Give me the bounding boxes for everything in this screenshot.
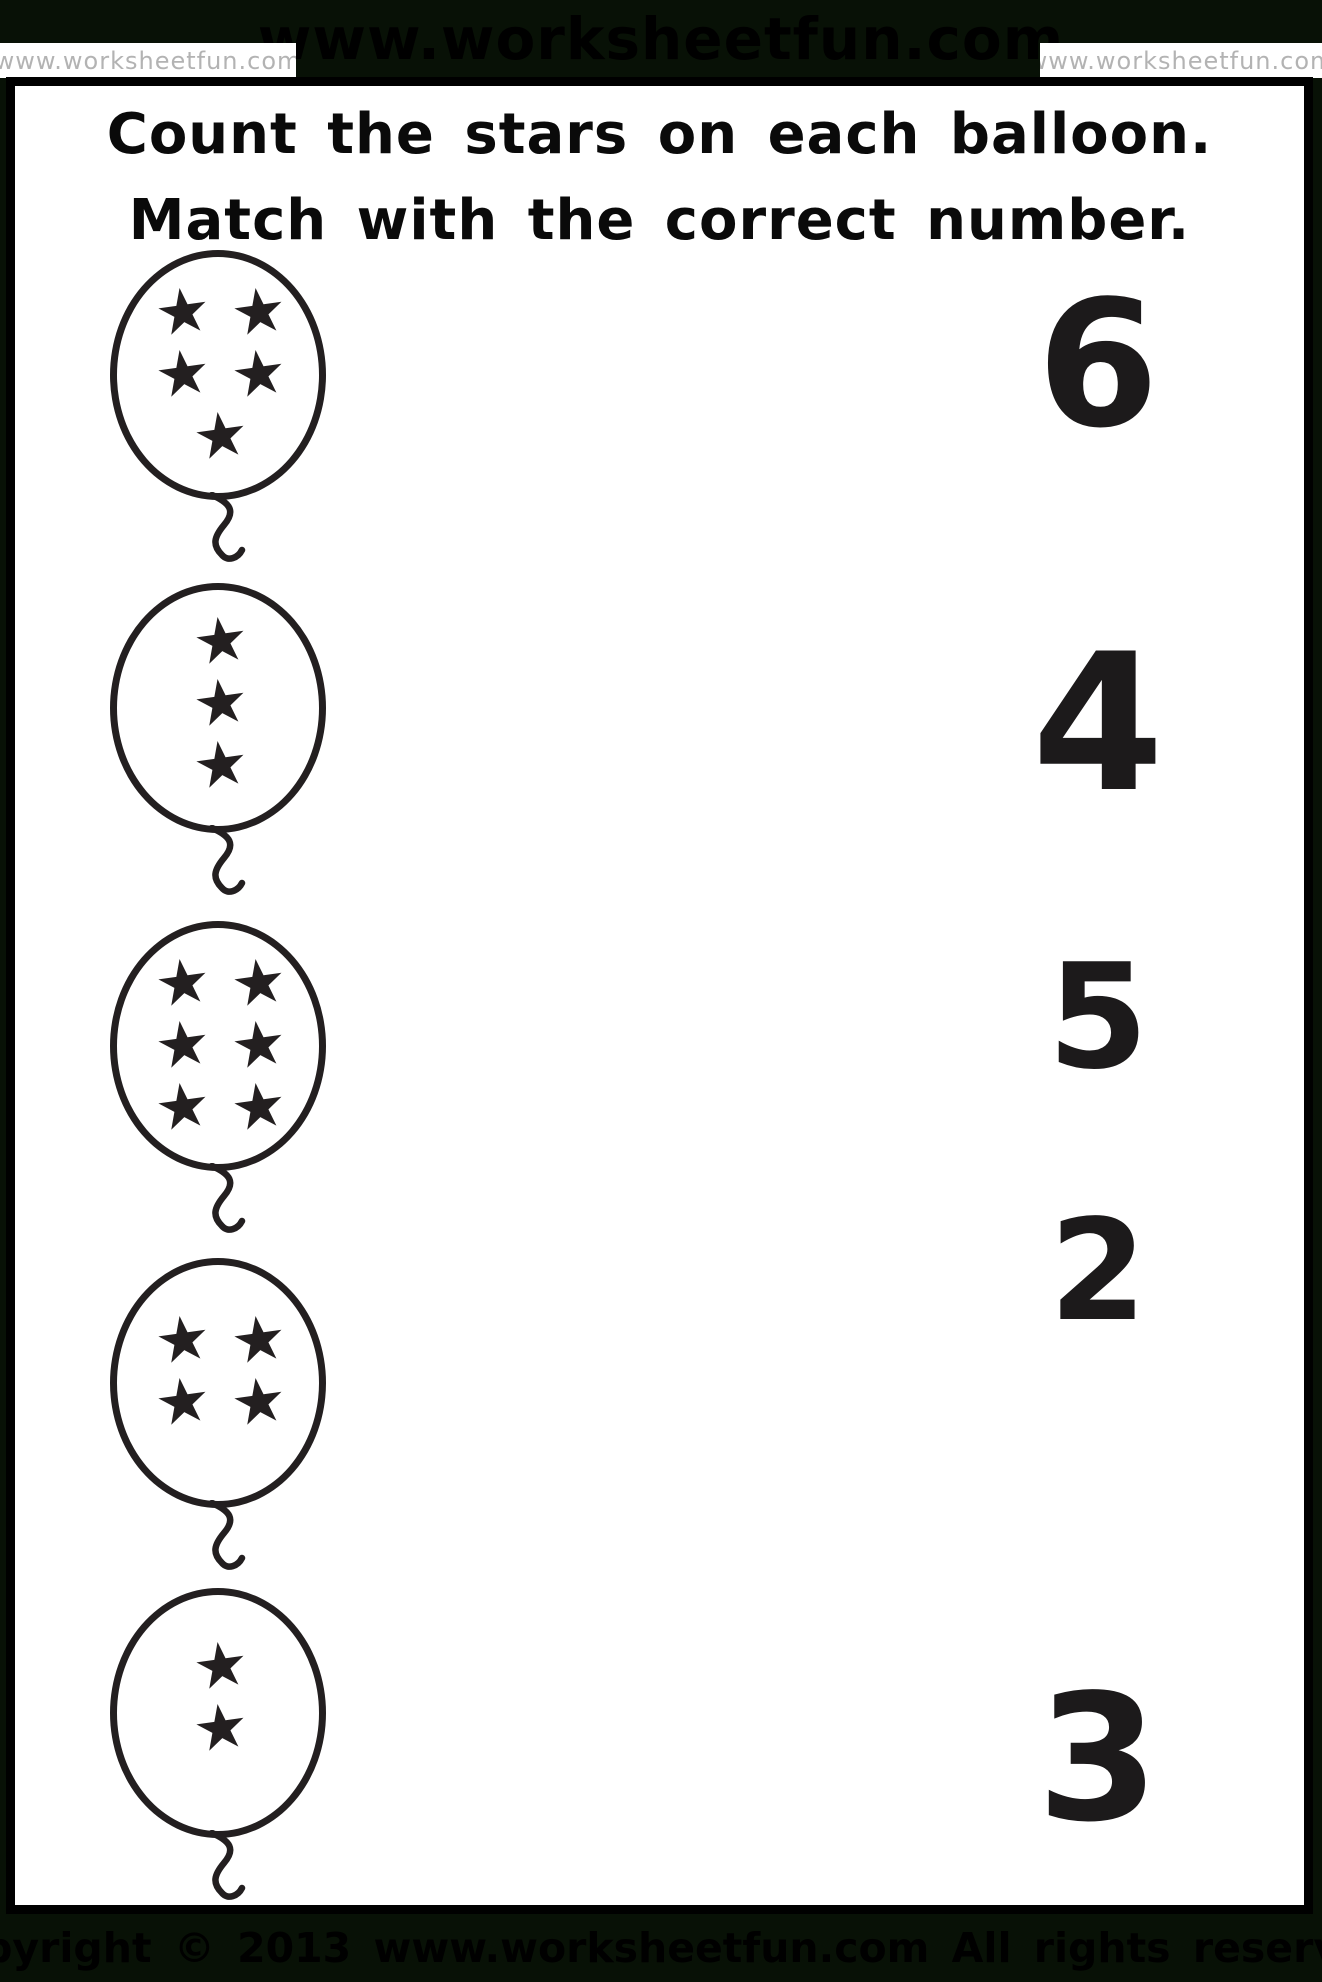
balloon-4: ★★★★ xyxy=(110,1258,330,1588)
star-row: ★★ xyxy=(150,333,292,414)
star-icon: ★ xyxy=(150,1361,216,1442)
match-number: 5 xyxy=(1047,932,1149,1102)
balloon-outline: ★★★★★★ xyxy=(110,921,326,1171)
star-icon: ★ xyxy=(188,662,254,743)
title-line1: Count the stars on each balloon. xyxy=(106,102,1213,167)
balloon-string xyxy=(208,492,246,562)
star-row: ★ xyxy=(188,1625,254,1706)
star-icon: ★ xyxy=(226,271,292,352)
large-watermark-text: www.worksheetfun.com xyxy=(257,5,1065,73)
star-row: ★★ xyxy=(150,1066,292,1147)
star-icon: ★ xyxy=(188,395,254,476)
star-row: ★ xyxy=(188,724,254,805)
star-icon: ★ xyxy=(150,942,216,1023)
star-group: ★★★★★ xyxy=(150,257,292,476)
star-row: ★★ xyxy=(150,1004,292,1085)
watermark-left-text: www.worksheetfun.com xyxy=(0,46,296,75)
balloon-string xyxy=(208,1163,246,1233)
match-number: 2 xyxy=(1049,1189,1147,1353)
watermark-box-left: www.worksheetfun.com xyxy=(0,43,296,78)
star-icon: ★ xyxy=(188,1625,254,1706)
footer-copyright: Copyright © 2013 www.worksheetfun.com Al… xyxy=(0,1924,1322,1972)
star-group: ★★★ xyxy=(188,590,254,805)
star-row: ★ xyxy=(188,395,254,476)
balloon-outline: ★★ xyxy=(110,1588,326,1838)
star-row: ★★ xyxy=(150,1299,292,1380)
star-row: ★★ xyxy=(150,271,292,352)
match-number: 4 xyxy=(1031,612,1165,834)
balloon-outline: ★★★★★ xyxy=(110,250,326,500)
star-row: ★★ xyxy=(150,942,292,1023)
star-icon: ★ xyxy=(226,333,292,414)
title-line2: Match with the correct number. xyxy=(128,188,1191,253)
star-icon: ★ xyxy=(226,1299,292,1380)
star-icon: ★ xyxy=(188,600,254,681)
star-icon: ★ xyxy=(150,271,216,352)
worksheet-title: Count the stars on each balloon. Match w… xyxy=(6,92,1313,264)
star-icon: ★ xyxy=(188,1687,254,1768)
star-icon: ★ xyxy=(226,1004,292,1085)
star-row: ★ xyxy=(188,1687,254,1768)
star-group: ★★★★ xyxy=(150,1265,292,1442)
balloon-5: ★★ xyxy=(110,1588,330,1918)
star-icon: ★ xyxy=(150,1004,216,1085)
star-row: ★ xyxy=(188,600,254,681)
balloon-1: ★★★★★ xyxy=(110,250,330,580)
star-row: ★ xyxy=(188,662,254,743)
watermark-box-right: www.worksheetfun.com xyxy=(1040,43,1322,78)
balloon-3: ★★★★★★ xyxy=(110,921,330,1251)
star-icon: ★ xyxy=(188,724,254,805)
balloon-string xyxy=(208,1500,246,1570)
balloon-2: ★★★ xyxy=(110,583,330,913)
star-row: ★★ xyxy=(150,1361,292,1442)
balloon-string xyxy=(208,1830,246,1900)
balloon-outline: ★★★★ xyxy=(110,1258,326,1508)
star-icon: ★ xyxy=(226,1361,292,1442)
star-icon: ★ xyxy=(150,1066,216,1147)
star-icon: ★ xyxy=(150,333,216,414)
watermark-right-text: www.worksheetfun.com xyxy=(1040,46,1322,75)
balloon-outline: ★★★ xyxy=(110,583,326,833)
match-number: 6 xyxy=(1037,263,1159,467)
match-number: 3 xyxy=(1037,1657,1159,1861)
star-icon: ★ xyxy=(150,1299,216,1380)
balloon-string xyxy=(208,825,246,895)
star-group: ★★ xyxy=(188,1595,254,1768)
star-icon: ★ xyxy=(226,1066,292,1147)
star-icon: ★ xyxy=(226,942,292,1023)
star-group: ★★★★★★ xyxy=(150,928,292,1147)
